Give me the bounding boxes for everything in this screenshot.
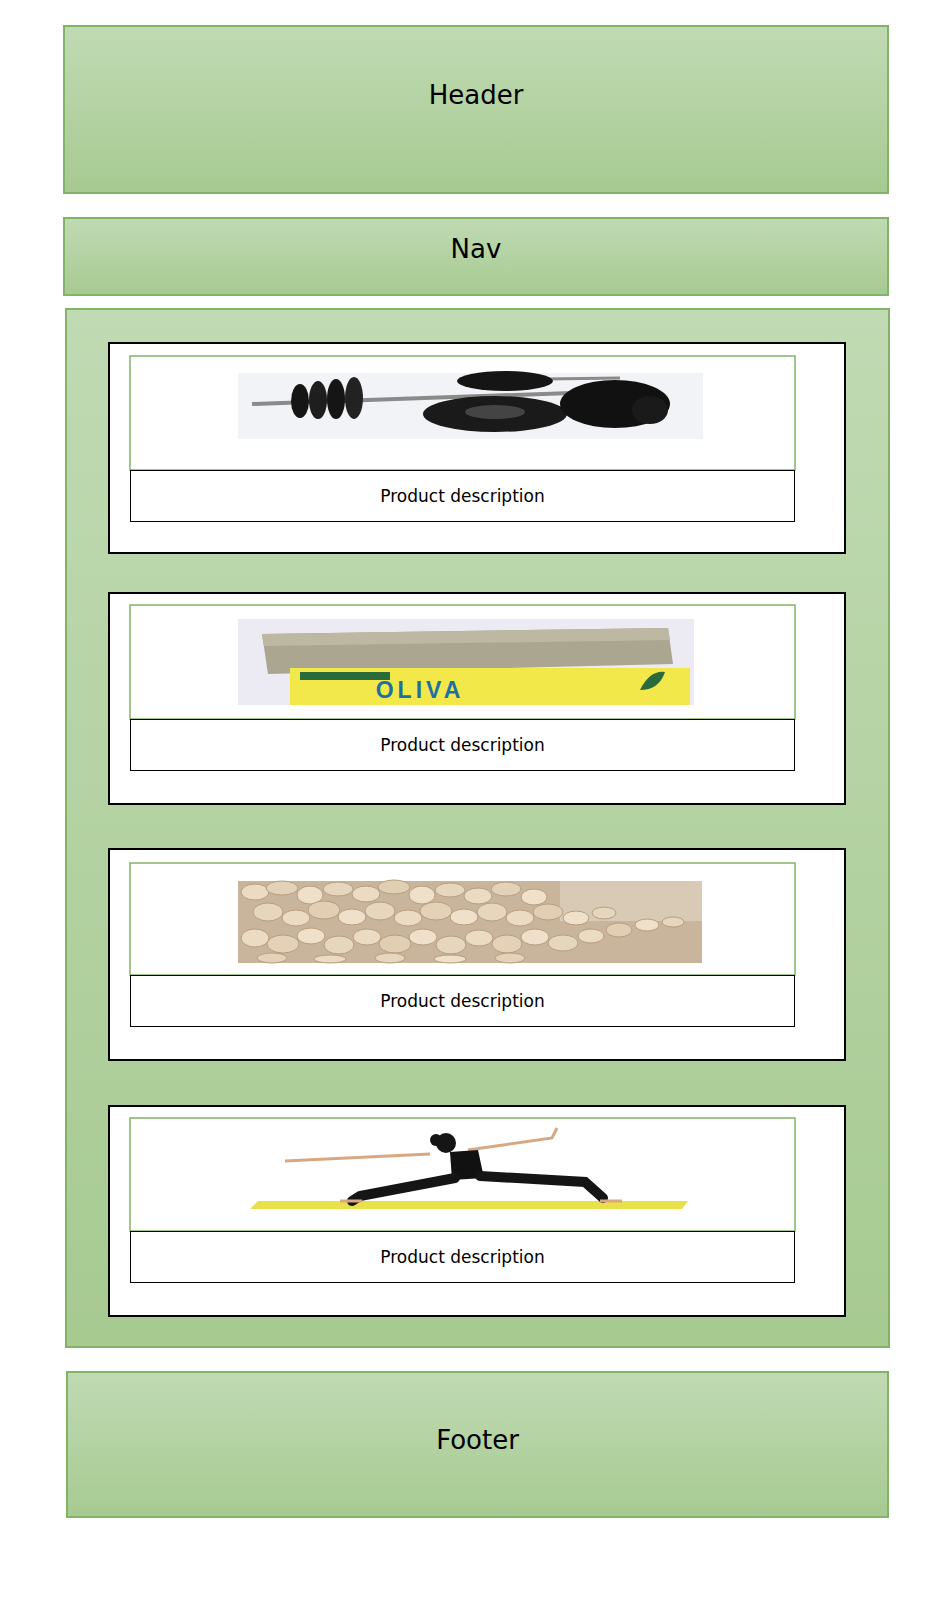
main-panel bbox=[66, 309, 889, 1347]
description-box: Product description bbox=[130, 470, 795, 522]
description-box: Product description bbox=[130, 1231, 795, 1283]
yoga-picture bbox=[250, 1128, 688, 1209]
brand-text: OLIVA bbox=[300, 677, 540, 703]
dumbbell-picture bbox=[238, 371, 703, 439]
box-text: Footer bbox=[436, 1424, 519, 1457]
box-text: Product description bbox=[380, 735, 544, 756]
nav-band: Nav bbox=[63, 217, 889, 296]
box-text: Product description bbox=[380, 1247, 544, 1268]
oats-picture bbox=[238, 880, 702, 963]
description-box: Product description bbox=[130, 719, 795, 771]
description-box: Product description bbox=[130, 975, 795, 1027]
box-text: Product description bbox=[380, 486, 544, 507]
soap-picture bbox=[238, 619, 694, 705]
box-text: Product description bbox=[380, 991, 544, 1012]
box-text: Nav bbox=[451, 233, 502, 266]
product-cards bbox=[109, 343, 845, 1316]
footer-band: Footer bbox=[66, 1371, 889, 1518]
header-band: Header bbox=[63, 25, 889, 194]
box-text: Header bbox=[429, 79, 524, 112]
image-frames bbox=[130, 356, 795, 1231]
